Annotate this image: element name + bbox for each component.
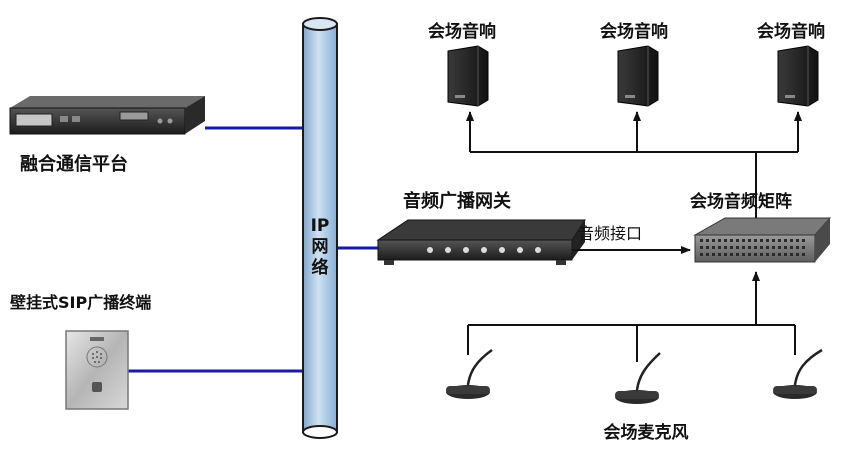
platform-server-icon [9, 96, 205, 135]
network-links [128, 126, 378, 373]
gateway-icon [376, 219, 586, 265]
speaker-3-icon [777, 45, 819, 107]
speaker-3-label: 会场音响 [757, 21, 825, 42]
sip-terminal-icon [65, 330, 129, 410]
ip-network-pipe: IP 网 络 [302, 17, 338, 439]
audio-matrix-icon [693, 217, 832, 263]
speaker-2-label: 会场音响 [600, 21, 668, 42]
microphone-2-icon [615, 352, 661, 404]
sip-terminal-label: 壁挂式SIP广播终端 [10, 293, 151, 312]
microphone-3-icon [773, 348, 823, 399]
microphone-tree-lines [467, 271, 796, 362]
network-label-ip: IP [311, 216, 330, 236]
speaker-1-icon [447, 45, 489, 107]
audio-interface-label: 音频接口 [578, 224, 642, 243]
speaker-tree-lines [466, 111, 802, 218]
speaker-1-label: 会场音响 [428, 21, 496, 42]
network-label-luo: 络 [312, 257, 329, 278]
platform-label: 融合通信平台 [20, 153, 128, 175]
speaker-2-icon [617, 45, 659, 107]
matrix-label: 会场音频矩阵 [690, 191, 792, 212]
network-label-wang: 网 [312, 237, 329, 257]
gateway-label: 音频广播网关 [403, 190, 511, 212]
microphone-1-icon [446, 348, 493, 399]
microphones-label: 会场麦克风 [604, 422, 689, 443]
